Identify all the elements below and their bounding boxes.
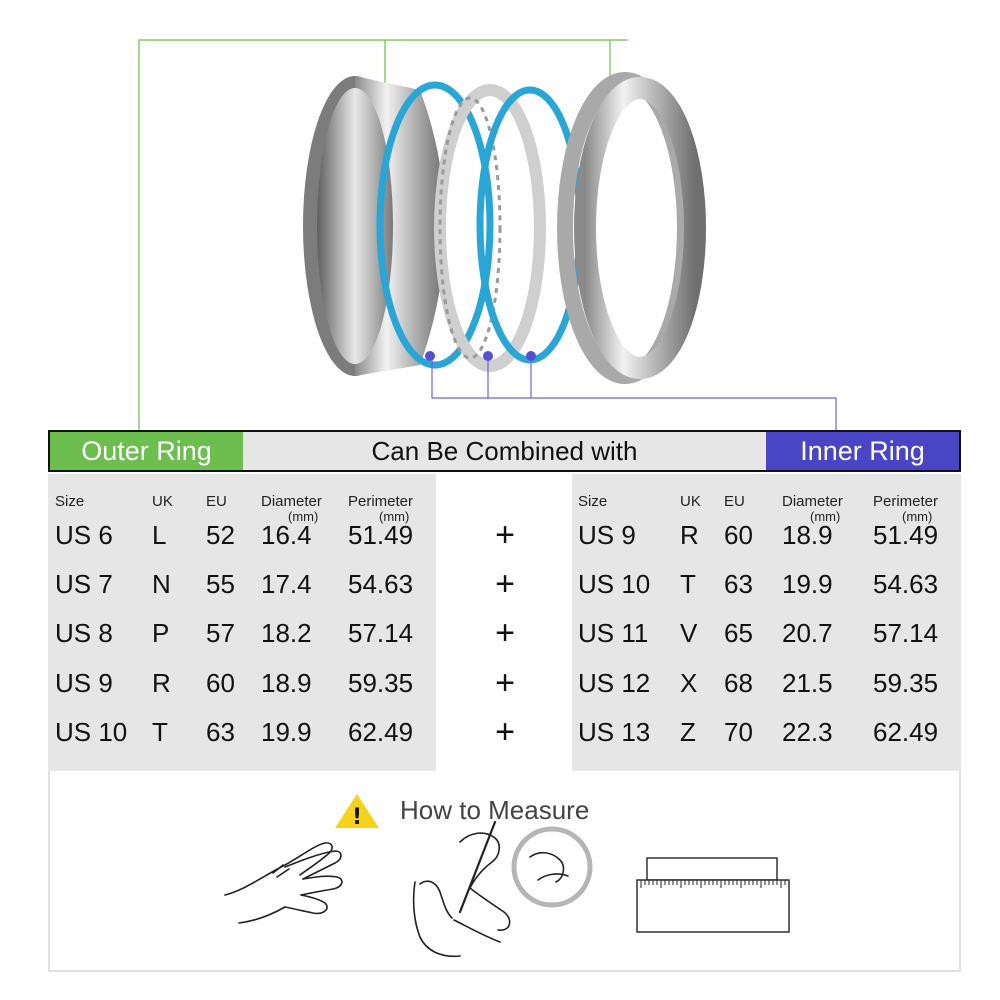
- col-uk-header: UK: [680, 493, 701, 510]
- outer-eu-cell: 57: [206, 618, 235, 648]
- outer-eu-cell: 52: [206, 520, 235, 550]
- inner-ring-marker: [483, 351, 493, 361]
- inner-perimeter-cell: 51.49: [873, 520, 939, 550]
- measure-section: [48, 771, 961, 972]
- inner-diameter-cell: 18.9: [782, 520, 833, 550]
- outer-eu-cell: 55: [206, 569, 235, 599]
- warning-icon: !: [335, 794, 379, 830]
- outer-uk-cell: N: [152, 569, 171, 599]
- inner-perimeter-cell: 57.14: [873, 618, 939, 648]
- inner-diameter-cell: 21.5: [782, 668, 833, 698]
- col-uk-header: UK: [152, 493, 173, 510]
- inner-perimeter-cell: 59.35: [873, 668, 939, 698]
- col-perimeter-header: Perimeter: [348, 493, 414, 510]
- col-perimeter-unit: (mm): [902, 509, 933, 524]
- inner-band: [557, 72, 706, 384]
- outer-uk-cell: T: [152, 717, 168, 747]
- plus-icon: +: [495, 614, 515, 652]
- col-diameter-header: Diameter: [261, 493, 322, 510]
- col-eu-header: EU: [724, 493, 745, 510]
- inner-ring-heading: Inner Ring: [766, 432, 959, 470]
- inner-eu-cell: 68: [724, 668, 753, 698]
- plus-icon: +: [495, 713, 515, 751]
- plus-icon: +: [495, 664, 515, 702]
- col-diameter-unit: (mm): [288, 509, 319, 524]
- outer-uk-cell: R: [152, 668, 171, 698]
- blue-ring: [376, 81, 494, 369]
- col-size-header: Size: [55, 493, 85, 510]
- inner-ring-marker: [425, 351, 435, 361]
- col-perimeter-header: Perimeter: [873, 493, 939, 510]
- outer-diameter-cell: 18.9: [261, 668, 312, 698]
- inner-ring-connector: [431, 356, 837, 430]
- inner-diameter-cell: 22.3: [782, 717, 833, 747]
- col-diameter-unit: (mm): [810, 509, 841, 524]
- plus-icon: +: [495, 516, 515, 554]
- col-size-header: Size: [578, 493, 608, 510]
- inner-eu-cell: 65: [724, 618, 753, 648]
- measuring-hand-icon: [412, 820, 593, 958]
- inner-eu-cell: 60: [724, 520, 753, 550]
- outer-eu-cell: 63: [206, 717, 235, 747]
- gem-ring: [434, 84, 546, 372]
- inner-eu-cell: 63: [724, 569, 753, 599]
- inner-size-cell: US 9: [578, 520, 636, 550]
- outer-size-cell: US 9: [55, 668, 113, 698]
- outer-perimeter-cell: 57.14: [348, 618, 414, 648]
- outer-eu-cell: 60: [206, 668, 235, 698]
- inner-size-cell: US 11: [578, 618, 649, 648]
- inner-uk-cell: R: [680, 520, 699, 550]
- inner-size-cell: US 12: [578, 668, 651, 698]
- ring-illustration: [138, 39, 837, 430]
- outer-uk-cell: P: [152, 618, 170, 648]
- outer-perimeter-cell: 54.63: [348, 569, 414, 599]
- ruler-icon: [636, 857, 790, 933]
- outer-diameter-cell: 16.4: [261, 520, 312, 550]
- col-diameter-header: Diameter: [782, 493, 843, 510]
- inner-uk-cell: Z: [680, 717, 696, 747]
- outer-diameter-cell: 18.2: [261, 618, 312, 648]
- outer-size-cell: US 10: [55, 717, 128, 747]
- inner-eu-cell: 70: [724, 717, 753, 747]
- outer-uk-cell: L: [152, 520, 167, 550]
- outer-size-cell: US 7: [55, 569, 113, 599]
- col-eu-header: EU: [206, 493, 227, 510]
- hand-icon: [224, 842, 343, 924]
- outer-perimeter-cell: 51.49: [348, 520, 414, 550]
- inner-uk-cell: T: [680, 569, 696, 599]
- inner-size-cell: US 10: [578, 569, 651, 599]
- inner-uk-cell: V: [680, 618, 698, 648]
- svg-text:!: !: [352, 805, 362, 830]
- outer-ring-table: [48, 474, 436, 771]
- inner-diameter-cell: 19.9: [782, 569, 833, 599]
- inner-size-cell: US 13: [578, 717, 651, 747]
- outer-diameter-cell: 17.4: [261, 569, 312, 599]
- outer-band: [303, 76, 445, 376]
- outer-size-cell: US 6: [55, 520, 113, 550]
- col-perimeter-unit: (mm): [379, 509, 410, 524]
- measure-title: How to Measure: [400, 795, 590, 825]
- inner-uk-cell: X: [680, 668, 698, 698]
- inner-ring-marker: [526, 351, 536, 361]
- inner-perimeter-cell: 54.63: [873, 569, 939, 599]
- outer-size-cell: US 8: [55, 618, 113, 648]
- inner-ring-table: [572, 474, 961, 771]
- outer-perimeter-cell: 62.49: [348, 717, 414, 747]
- inner-diameter-cell: 20.7: [782, 618, 833, 648]
- outer-diameter-cell: 19.9: [261, 717, 312, 747]
- plus-icon: +: [495, 565, 515, 603]
- inner-perimeter-cell: 62.49: [873, 717, 939, 747]
- outer-perimeter-cell: 59.35: [348, 668, 414, 698]
- combination-heading: Can Be Combined with: [371, 436, 638, 466]
- outer-ring-heading: Outer Ring: [50, 432, 243, 470]
